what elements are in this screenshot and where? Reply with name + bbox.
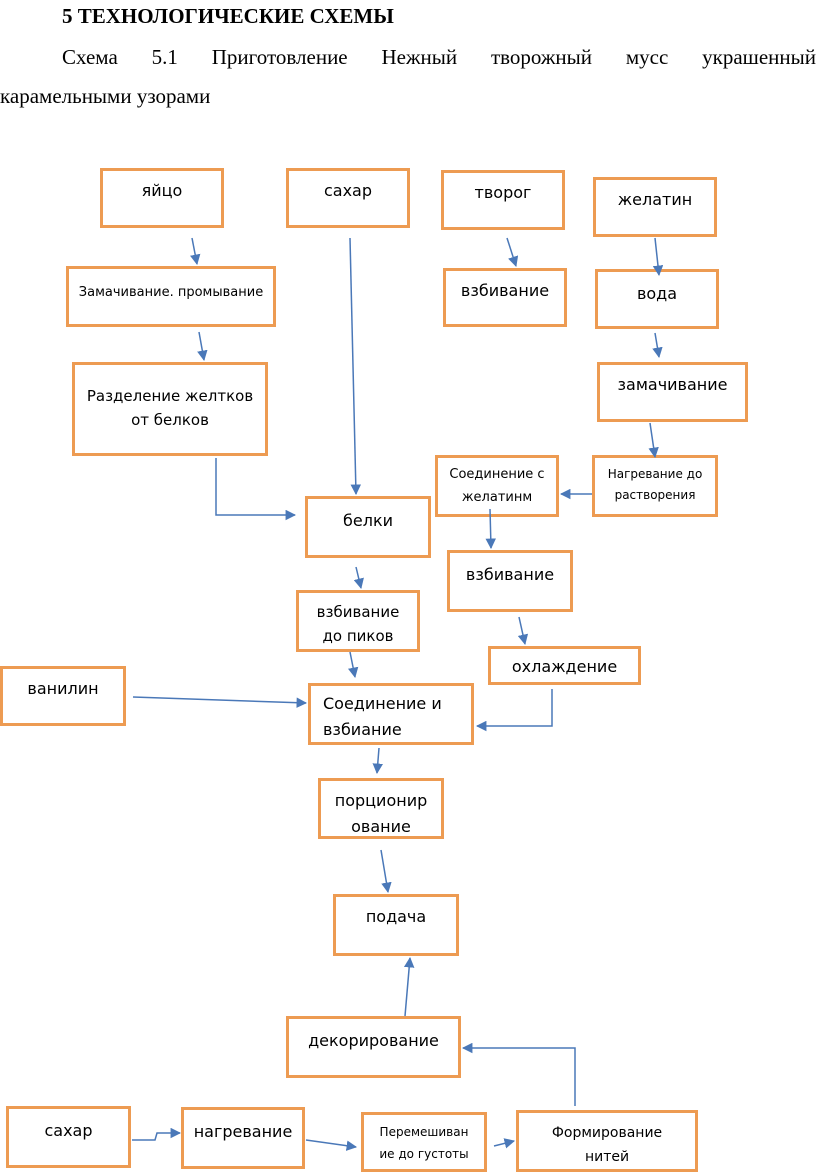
node-soak-wash-label: Замачивание. промывание [78, 285, 264, 300]
node-sugar-top: сахар [286, 168, 410, 228]
node-vanillin-label: ванилин [27, 679, 99, 698]
node-vanillin: ванилин [0, 666, 126, 726]
node-form-threads-line1: Формирование [551, 1125, 663, 1141]
arrow-portion-to-serve [380, 849, 392, 894]
node-sugar-top-label: сахар [323, 181, 373, 200]
node-separate-yolks: Разделение желтков от белков [72, 362, 268, 456]
node-gelatin: желатин [593, 177, 717, 237]
node-combine-gelatin-line1: Соединение с [449, 467, 545, 482]
arrow-cottage-to-whip [506, 237, 519, 267]
node-whip-peaks: взбивание до пиков [296, 590, 420, 652]
node-soak-wash: Замачивание. промывание [66, 266, 276, 327]
node-whip-mid: взбивание [447, 550, 573, 612]
node-decorate-label: декорирование [308, 1031, 439, 1050]
arrow-soak-to-separate [197, 331, 208, 362]
node-heat-dissolve-line1: Нагревание до [607, 467, 703, 481]
node-portioning-line2: ование [351, 817, 411, 836]
node-combine-whip-line2: взбиание [323, 720, 402, 739]
node-form-threads: Формирование нитей [516, 1110, 698, 1172]
arrow-water-to-soak [652, 332, 663, 359]
node-combine-gelatin-line2: желатинм [461, 490, 533, 505]
node-serve: подача [333, 894, 459, 956]
arrow-whip-peaks-to-combine [347, 651, 359, 679]
node-cooling-label: охлаждение [511, 657, 618, 676]
node-separate-yolks-line2: от белков [131, 411, 209, 429]
node-gelatin-label: желатин [617, 190, 693, 209]
node-heat-dissolve: Нагревание до растворения [592, 455, 718, 517]
arrow-separate-to-whites [215, 458, 297, 521]
node-cooling: охлаждение [488, 646, 641, 685]
arrow-sugar-to-heating [132, 1127, 182, 1141]
node-whip-cottage-label: взбивание [460, 281, 550, 300]
node-combine-whip: Соединение и взбиание [308, 683, 474, 745]
arrow-whip-to-cooling [517, 616, 529, 646]
node-heating: нагревание [181, 1107, 305, 1169]
arrow-combine-to-whip [485, 508, 497, 550]
node-mix-thicken-line2: ие до густоты [379, 1147, 469, 1161]
scheme-caption-line1: Схема 5.1 Приготовление Нежный творожный… [62, 45, 816, 69]
arrow-combine-to-portion [372, 747, 383, 775]
node-serve-label: подача [365, 907, 427, 926]
node-heat-dissolve-line2: растворения [614, 488, 696, 502]
node-egg-label: яйцо [141, 181, 183, 200]
arrow-mix-to-form [493, 1138, 516, 1149]
node-portioning: порционир ование [318, 778, 444, 839]
node-soak: замачивание [597, 362, 748, 422]
scheme-caption-line2: карамельными узорами [0, 84, 211, 108]
arrow-whites-to-whip-peaks [353, 566, 364, 590]
node-decorate: декорирование [286, 1016, 461, 1078]
node-whip-mid-label: взбивание [465, 565, 555, 584]
node-egg: яйцо [100, 168, 224, 228]
node-sugar-bottom-label: сахар [44, 1121, 93, 1140]
node-mix-thicken: Перемешиван ие до густоты [361, 1112, 487, 1172]
arrow-sugar-to-whites [349, 237, 362, 496]
node-form-threads-line2: нитей [584, 1149, 630, 1165]
arrow-vanillin-to-combine [132, 696, 308, 708]
section-heading: 5 ТЕХНОЛОГИЧЕСКИЕ СХЕМЫ [62, 4, 394, 28]
arrow-cooling-to-combine [475, 689, 553, 732]
node-portioning-line1: порционир [334, 791, 428, 810]
node-combine-whip-line1: Соединение и [323, 694, 442, 713]
arrow-decorate-to-serve [403, 956, 415, 1017]
node-whip-peaks-line2: до пиков [322, 627, 394, 645]
arrow-egg-to-soak [190, 237, 201, 266]
node-cottage-cheese-label: творог [474, 183, 532, 202]
node-heating-label: нагревание [193, 1122, 293, 1141]
node-mix-thicken-line1: Перемешиван [379, 1125, 469, 1139]
node-water-label: вода [636, 284, 678, 303]
arrow-soak-to-heat [648, 422, 659, 459]
arrow-heating-to-mix [305, 1139, 358, 1151]
node-separate-yolks-line1: Разделение желтков [86, 387, 254, 405]
arrow-gelatin-to-water [652, 237, 664, 277]
node-water: вода [595, 269, 719, 329]
node-whites: белки [305, 496, 431, 558]
node-cottage-cheese: творог [441, 170, 565, 230]
node-whip-cottage: взбивание [443, 268, 567, 327]
node-whip-peaks-line1: взбивание [316, 603, 400, 621]
arrow-form-to-decorate [461, 1042, 576, 1106]
node-sugar-bottom: сахар [6, 1106, 131, 1168]
node-whites-label: белки [343, 511, 393, 530]
node-combine-gelatin: Соединение с желатинм [435, 455, 559, 517]
node-soak-label: замачивание [617, 375, 728, 394]
